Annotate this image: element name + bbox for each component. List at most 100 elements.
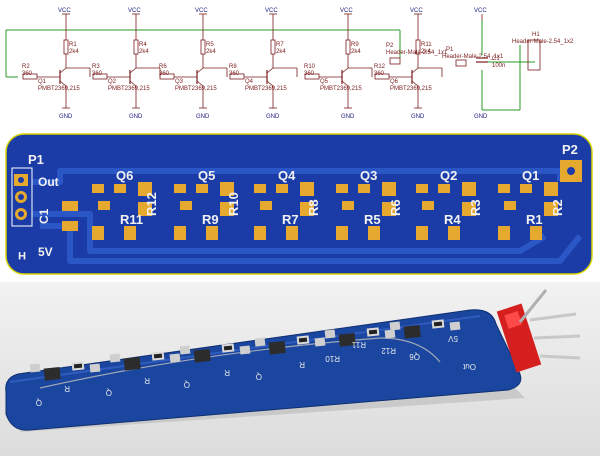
c1-value: 100n xyxy=(492,63,505,69)
pcb-q-label: Q4 xyxy=(278,168,296,183)
resistor-ref: R10 xyxy=(304,64,316,70)
transistor-ref: Q2 xyxy=(108,79,117,85)
vcc-label: VCC xyxy=(195,8,208,14)
photo-board xyxy=(5,309,522,431)
gnd-label: GND xyxy=(341,114,355,120)
photo-silk-label: Out xyxy=(462,362,476,371)
pcb-r-label: R2 xyxy=(550,199,565,216)
photo-silk-label: Q xyxy=(256,372,262,381)
h1-value: Header-Male-2.54_1x2 xyxy=(512,39,574,45)
p1-symbol xyxy=(455,59,467,67)
resistor-value: 360 xyxy=(229,71,240,77)
transistor-part: PMBT2369,215 xyxy=(390,86,432,92)
pcb-q-label: Q3 xyxy=(360,168,377,183)
p1-value: Header-Male-2.54_1x1 xyxy=(442,54,504,60)
resistor-value: 2k4 xyxy=(276,49,286,55)
transistor-ref: Q5 xyxy=(320,79,329,85)
resistor-value: 360 xyxy=(374,71,385,77)
photo-components xyxy=(29,319,461,381)
pcb-r-label: R10 xyxy=(226,192,241,216)
vcc-label: VCC xyxy=(410,8,423,14)
pcb-q-label: Q5 xyxy=(198,168,215,183)
pcb-5v-label: 5V xyxy=(38,245,53,259)
vcc-label: VCC xyxy=(265,8,278,14)
photo-silk-label: R xyxy=(299,360,305,369)
gnd-label: GND xyxy=(266,114,280,120)
pcb-c1-label: C1 xyxy=(37,208,51,224)
transistor-part: PMBT2369,215 xyxy=(38,86,80,92)
resistor-value: 2k4 xyxy=(69,49,79,55)
resistor-value: 2k4 xyxy=(206,49,216,55)
schematic-stages: VCCR12k4R2360GNDQ1PMBT2369,215VCCR42k4R3… xyxy=(22,8,488,120)
p1-ref: P1 xyxy=(446,47,454,53)
schematic-extra: P2 Header-Male-2.54_1x1 P1 Header-Male-2… xyxy=(386,32,574,71)
resistor-ref: R3 xyxy=(92,64,100,70)
photo-silk-label: R xyxy=(64,384,70,393)
pcb-header-p1 xyxy=(11,167,33,227)
transistor-part: PMBT2369,215 xyxy=(108,86,150,92)
transistor-part: PMBT2369,215 xyxy=(175,86,217,92)
pcb-pad-p2 xyxy=(560,160,582,182)
h1-symbol xyxy=(527,39,541,71)
resistor-ref: R12 xyxy=(374,64,386,70)
resistor-ref: R9 xyxy=(351,42,359,48)
pcb-out-label: Out xyxy=(38,175,59,189)
transistor-ref: Q1 xyxy=(38,79,47,85)
photo-silk-label: Q xyxy=(106,388,112,397)
gnd-label: GND xyxy=(59,114,73,120)
pcb-p2-label: P2 xyxy=(562,142,578,157)
pcb-q-label: Q2 xyxy=(440,168,457,183)
resistor-ref: R1 xyxy=(69,42,77,48)
photo-silk-label: 5V xyxy=(448,334,458,343)
photo-stage xyxy=(389,319,461,339)
transistor-part: PMBT2369,215 xyxy=(320,86,362,92)
vcc-label: VCC xyxy=(128,8,141,14)
resistor-value: 360 xyxy=(159,71,170,77)
transistor-ref: Q6 xyxy=(390,79,399,85)
photo-header xyxy=(496,289,581,373)
pcb-r-label: R11 xyxy=(120,212,143,227)
pcb-r-label: R1 xyxy=(526,212,543,227)
photo-stage xyxy=(109,351,181,371)
gnd-label: GND xyxy=(411,114,425,120)
resistor-value: 2k4 xyxy=(139,49,149,55)
photo-stage xyxy=(254,335,326,355)
transistor-ref: Q4 xyxy=(245,79,254,85)
pcb-r-label: R9 xyxy=(202,212,219,227)
p2-value: Header-Male-2.54_1x1 xyxy=(386,50,448,56)
pcb-r-label: R3 xyxy=(468,199,483,216)
vcc-label: VCC xyxy=(340,8,353,14)
pcb-h-label: H xyxy=(18,249,26,261)
transistor-part: PMBT2369,215 xyxy=(245,86,287,92)
resistor-ref: R4 xyxy=(139,42,147,48)
pcb-r-label: R12 xyxy=(144,192,159,216)
photo-silk-label: Q6 xyxy=(409,352,420,361)
photo-silk-label: R11 xyxy=(351,340,366,349)
gnd-label: GND xyxy=(129,114,143,120)
pcb-r-label: R8 xyxy=(306,199,321,216)
pcb-c1-pad xyxy=(62,221,78,231)
resistor-value: 360 xyxy=(304,71,315,77)
resistor-ref: R8 xyxy=(229,64,237,70)
pcb-q-label: Q1 xyxy=(522,168,539,183)
resistor-ref: R11 xyxy=(421,42,432,48)
photo-silk-label: Q xyxy=(36,398,42,407)
pcb-q-label: Q6 xyxy=(116,168,133,183)
photo-stage xyxy=(179,343,251,363)
pcb-p1-label: P1 xyxy=(28,152,44,167)
c1-ref: C1 xyxy=(492,56,500,62)
